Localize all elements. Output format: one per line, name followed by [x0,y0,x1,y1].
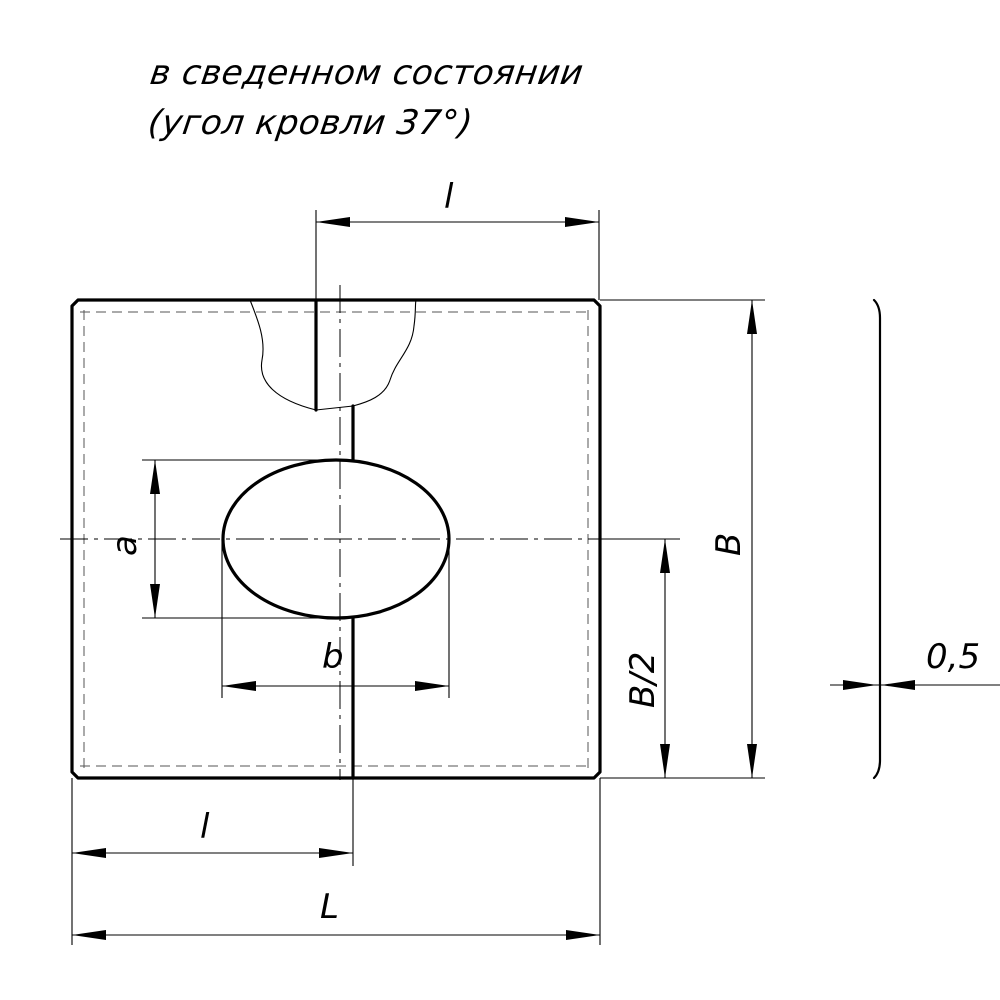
dimension-overall-L: L [72,778,601,945]
dimension-opening-a-label: a [105,535,145,556]
side-view: 0,5 [830,298,1000,780]
dimension-thickness-label: 0,5 [926,637,980,677]
slit-lines [314,298,355,780]
dimension-opening-b-label: b [322,637,344,677]
dimension-height-B: B [600,299,765,779]
dimension-half-B: B/2 [600,538,680,778]
dimension-height-B-label: B [709,533,749,556]
dimension-opening-a: a [105,459,346,619]
dimension-overall-L-label: L [320,887,339,927]
dimension-bottom-l: l [71,778,354,945]
break-line [249,299,417,411]
dimension-half-B-label: B/2 [623,652,663,708]
dimension-opening-b: b [221,539,450,698]
dimension-top-l-label: l [444,177,454,217]
dimension-top-l: l [315,177,600,300]
center-lines [60,285,600,780]
dimension-bottom-l-label: l [200,807,210,847]
